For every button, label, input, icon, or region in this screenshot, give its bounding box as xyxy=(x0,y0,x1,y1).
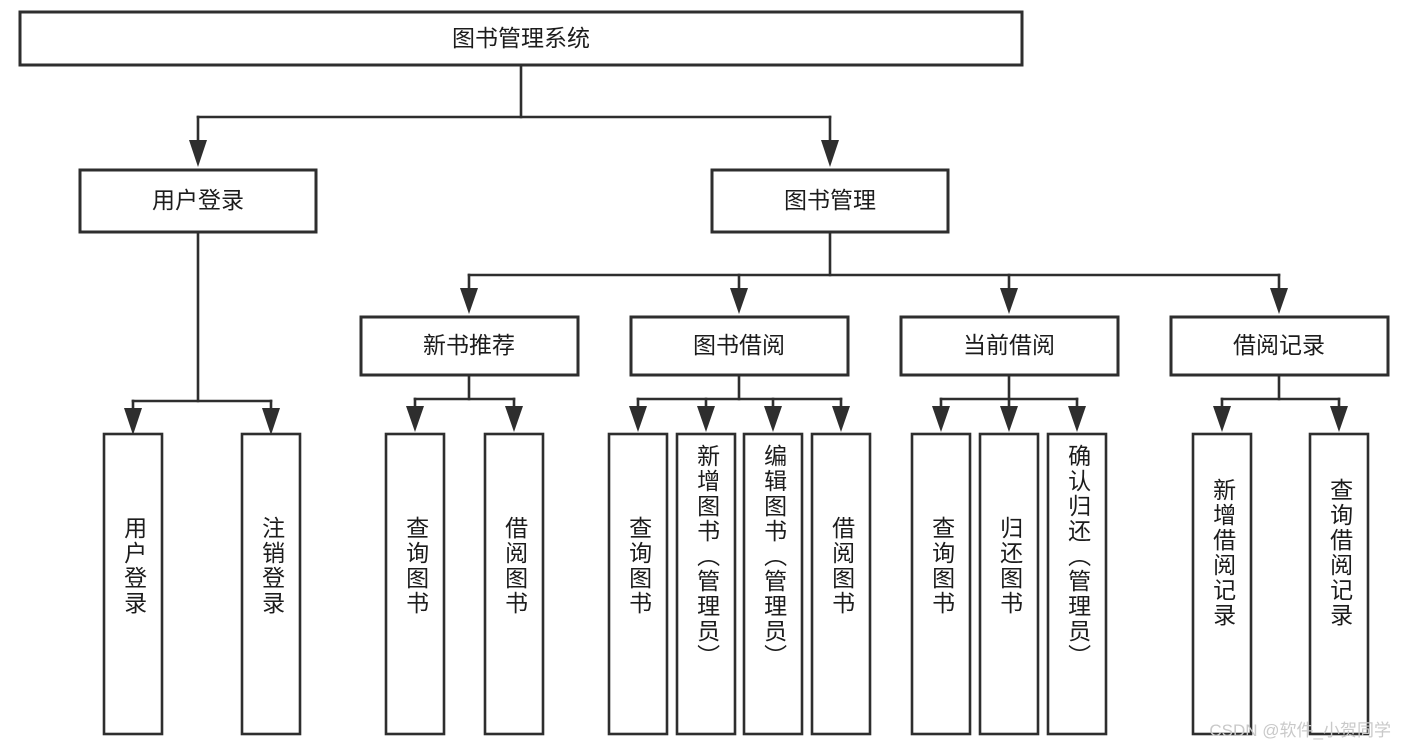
node-new-book-recommend[interactable]: 新书推荐 xyxy=(359,315,580,377)
node-root[interactable]: 图书管理系统 xyxy=(18,10,1024,67)
leaf-box-br-add-record[interactable] xyxy=(1191,432,1253,736)
leaf-box-nb-borrow-book[interactable] xyxy=(483,432,545,736)
node-current-borrow-label: 当前借阅 xyxy=(963,332,1055,358)
node-book-management[interactable]: 图书管理 xyxy=(710,168,950,234)
node-user-login-label: 用户登录 xyxy=(152,187,244,213)
arrow-nb-query-book xyxy=(406,406,424,432)
arrow-user-login xyxy=(189,140,207,167)
arrow-cb-return-book xyxy=(1000,406,1018,432)
leaf-box-logout[interactable] xyxy=(240,432,302,736)
leaf-box-cb-return-book[interactable] xyxy=(978,432,1040,736)
node-book-management-box[interactable] xyxy=(710,168,950,234)
node-new-book-recommend-box[interactable] xyxy=(359,315,580,377)
arrow-current-borrow xyxy=(1000,288,1018,314)
node-borrow-record-label: 借阅记录 xyxy=(1233,332,1325,358)
leaf-box-nb-query-book[interactable] xyxy=(384,432,446,736)
arrow-bb-add-book xyxy=(697,406,715,432)
arrow-cb-query-book xyxy=(932,406,950,432)
arrow-book-mgmt xyxy=(821,140,839,167)
node-current-borrow-box[interactable] xyxy=(899,315,1120,377)
node-current-borrow[interactable]: 当前借阅 xyxy=(899,315,1120,377)
connector-user-login-to-leaves xyxy=(124,230,280,435)
node-book-borrow[interactable]: 图书借阅 xyxy=(629,315,850,377)
arrow-leaf-user-login xyxy=(124,408,142,435)
arrow-bb-borrow-book xyxy=(832,406,850,432)
node-borrow-record-box[interactable] xyxy=(1169,315,1390,377)
node-book-management-label: 图书管理 xyxy=(784,187,876,213)
leaf-box-user-login[interactable] xyxy=(102,432,164,736)
leaf-box-bb-add-book[interactable] xyxy=(675,432,737,736)
connector-book-borrow-to-leaves xyxy=(629,373,850,432)
arrow-leaf-logout xyxy=(262,408,280,435)
leaf-box-cb-query-book[interactable] xyxy=(910,432,972,736)
leaf-box-br-query-record[interactable] xyxy=(1308,432,1370,736)
arrow-book-borrow xyxy=(730,288,748,314)
arrow-nb-borrow-book xyxy=(505,406,523,432)
connector-current-borrow-to-leaves xyxy=(932,373,1086,432)
node-root-label: 图书管理系统 xyxy=(452,25,590,51)
arrow-bb-query-book xyxy=(629,406,647,432)
arrow-cb-confirm-return xyxy=(1068,406,1086,432)
node-borrow-record[interactable]: 借阅记录 xyxy=(1169,315,1390,377)
node-user-login[interactable]: 用户登录 xyxy=(78,168,318,234)
connector-new-book-to-leaves xyxy=(406,373,523,432)
leaf-box-bb-borrow-book[interactable] xyxy=(810,432,872,736)
node-root-box[interactable] xyxy=(18,10,1024,67)
leaf-box-bb-query-book[interactable] xyxy=(607,432,669,736)
connector-book-mgmt-to-level2 xyxy=(460,230,1288,314)
node-book-borrow-label: 图书借阅 xyxy=(693,332,785,358)
node-new-book-recommend-label: 新书推荐 xyxy=(423,332,515,358)
leaf-box-cb-confirm-return[interactable] xyxy=(1046,432,1108,736)
connector-root-to-level1 xyxy=(189,63,839,167)
arrow-new-book-recommend xyxy=(460,288,478,314)
arrow-bb-edit-book xyxy=(764,406,782,432)
leaf-box-bb-edit-book[interactable] xyxy=(742,432,804,736)
arrow-br-query-record xyxy=(1330,406,1348,432)
arrow-br-add-record xyxy=(1213,406,1231,432)
node-book-borrow-box[interactable] xyxy=(629,315,850,377)
connector-borrow-record-to-leaves xyxy=(1213,373,1348,432)
arrow-borrow-record xyxy=(1270,288,1288,314)
